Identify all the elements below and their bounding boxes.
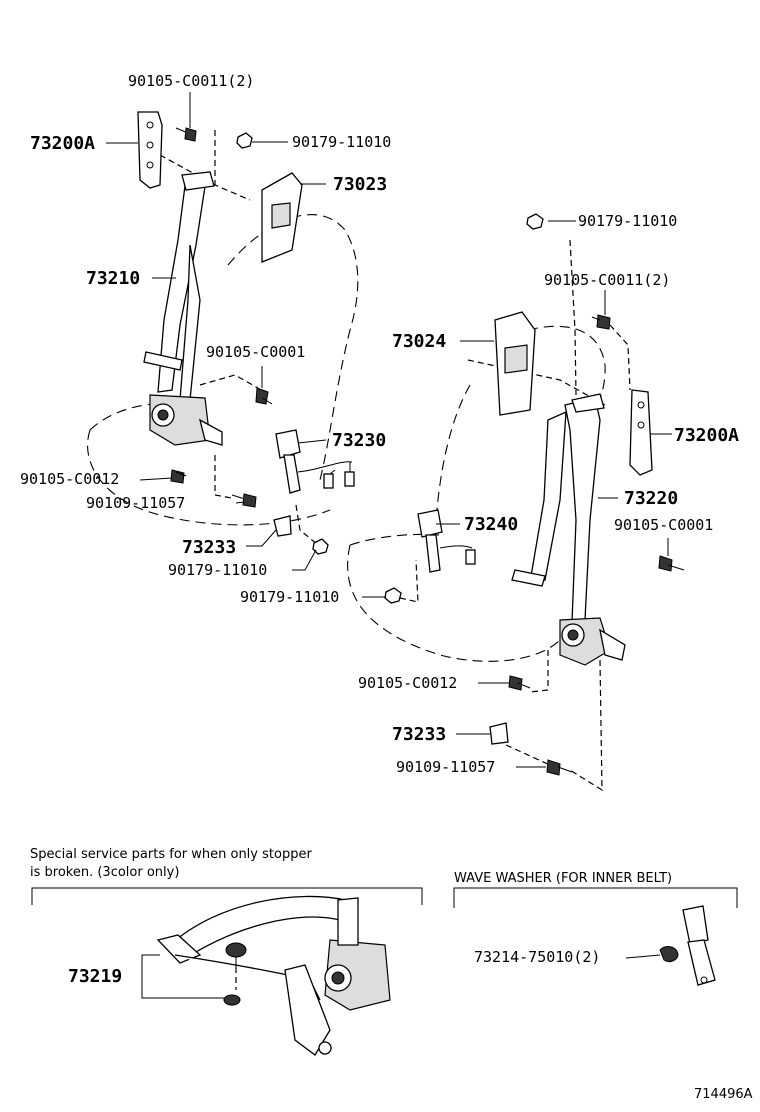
right-seat-assembly	[347, 213, 685, 792]
part-label-90105-c0001: 90105-C0001	[614, 516, 713, 534]
bolt-icon	[658, 555, 685, 572]
part-label-90109-11057: 90109-11057	[86, 494, 185, 512]
part-label-90179-11010: 90179-11010	[292, 133, 391, 151]
part-label-73220: 73220	[624, 488, 678, 509]
bolt-icon	[255, 387, 273, 405]
part-label-73233: 73233	[392, 724, 446, 745]
bolt-icon	[175, 127, 197, 142]
special-service-parts-section	[31, 887, 423, 1056]
part-label-90109-11057: 90109-11057	[396, 758, 495, 776]
retractor-right	[559, 617, 626, 666]
bolt-icon	[508, 675, 531, 691]
stopper-washer-icon	[223, 994, 241, 1006]
belt-webbing-left	[157, 177, 207, 393]
nut-icon	[526, 213, 544, 230]
part-label-90105-c0011: 90105-C0011(2)	[128, 72, 254, 90]
wave-washer-section	[453, 887, 738, 986]
cap-73233-left	[273, 515, 292, 537]
part-label-73200a: 73200A	[30, 133, 95, 154]
part-label-73023: 73023	[333, 174, 387, 195]
wave-washer-icon	[659, 946, 679, 963]
bolt-icon	[231, 493, 257, 508]
left-seat-assembly	[86, 111, 359, 555]
bolt-icon	[170, 469, 187, 484]
part-label-90179-11010: 90179-11010	[168, 561, 267, 579]
part-label-73230: 73230	[332, 430, 386, 451]
part-label-90179-11010: 90179-11010	[240, 588, 339, 606]
diagram-id: 714496A	[694, 1087, 753, 1102]
part-label-90105-c0012: 90105-C0012	[358, 674, 457, 692]
part-label-73233: 73233	[182, 537, 236, 558]
belt-webbing-right	[564, 397, 601, 623]
part-label-90179-11010: 90179-11010	[578, 212, 677, 230]
special-service-note-line1: Special service parts for when only stop…	[30, 847, 312, 862]
part-label-73210: 73210	[86, 268, 140, 289]
cap-73233-right	[489, 722, 509, 745]
bolt-icon	[546, 759, 573, 776]
buckle-73240	[417, 509, 476, 573]
part-label-73200a: 73200A	[674, 425, 739, 446]
buckle-73230	[275, 429, 355, 494]
nut-icon	[236, 132, 253, 149]
part-label-73214-75010: 73214-75010(2)	[474, 948, 600, 966]
part-label-90105-c0001: 90105-C0001	[206, 343, 305, 361]
part-label-73024: 73024	[392, 331, 446, 352]
leader-lines	[106, 92, 672, 999]
wave-washer-note: WAVE WASHER (FOR INNER BELT)	[454, 871, 672, 886]
nut-icon	[384, 587, 402, 604]
retractor-inset	[324, 939, 391, 1011]
part-label-73240: 73240	[464, 514, 518, 535]
retractor-left	[149, 394, 223, 446]
bolt-icon	[591, 314, 611, 330]
stopper-button-icon	[225, 942, 247, 958]
part-label-90105-c0012: 90105-C0012	[20, 470, 119, 488]
special-service-note-line2: is broken. (3color only)	[30, 865, 179, 880]
part-label-90105-c0011: 90105-C0011(2)	[544, 271, 670, 289]
nut-icon	[312, 538, 329, 555]
adjuster-bracket-left	[137, 111, 163, 189]
adjuster-bracket-right	[629, 389, 653, 476]
part-label-73219: 73219	[68, 966, 122, 987]
